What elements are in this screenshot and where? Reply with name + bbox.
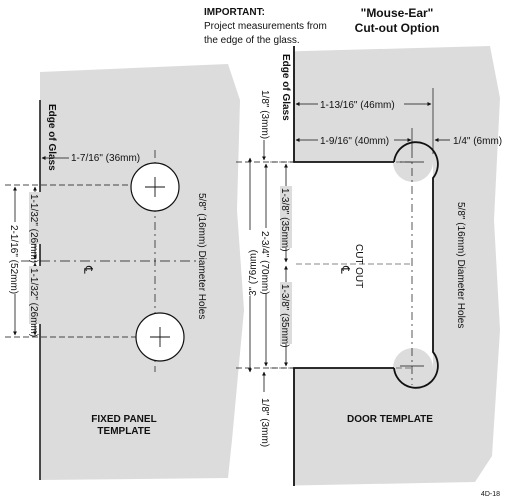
door-template-label: DOOR TEMPLATE bbox=[347, 414, 433, 425]
important-line-1: Project measurements from bbox=[204, 21, 327, 32]
door-inner-horizontal-dim-label: 1-9/16" (40mm) bbox=[320, 136, 389, 147]
important-title: IMPORTANT: bbox=[204, 7, 265, 18]
door-edge-of-glass-label: Edge of Glass bbox=[280, 54, 291, 121]
door-mouse-ear-outline bbox=[393, 141, 439, 389]
door-cutout-label: CUT OUT bbox=[353, 244, 364, 288]
fixed-total-dim-label: 2-1/16" (52mm) bbox=[8, 225, 19, 294]
cutout-option-title: Cut-out Option bbox=[355, 21, 440, 35]
fixed-centerline-symbol: ℄ bbox=[81, 265, 95, 274]
door-cutout-height-dim-label: 2-3/4" (70mm) bbox=[259, 231, 270, 295]
fixed-holes-label: 5/8" (16mm) Diameter Holes bbox=[196, 193, 207, 319]
fixed-edge-of-glass-label: Edge of Glass bbox=[46, 104, 57, 171]
fixed-template-label-1: FIXED PANEL bbox=[91, 414, 156, 425]
door-upper-dim-label: 1-3/8" (35mm) bbox=[279, 188, 290, 252]
door-outer-horizontal-dim-label: 1-13/16" (46mm) bbox=[320, 100, 395, 111]
figure-code: 4D-18 bbox=[481, 491, 500, 498]
fixed-upper-dim-label: 1-1/32" (26mm) bbox=[28, 194, 39, 263]
door-bottom-vertical-dim-label: 1/8" (3mm) bbox=[259, 398, 270, 447]
door-right-dim-label: 1/4" (6mm) bbox=[453, 136, 502, 147]
door-cutout-shape bbox=[268, 46, 433, 486]
door-holes-label: 5/8" (16mm) Diameter Holes bbox=[455, 202, 466, 328]
door-centerline-symbol: ℄ bbox=[338, 265, 352, 274]
important-line-2: the edge of the glass. bbox=[204, 35, 300, 46]
door-total-dim-label: 3" (76mm) bbox=[248, 250, 259, 296]
fixed-panel-template-sheet bbox=[40, 64, 244, 480]
fixed-lower-dim-label: 1-1/32" (26mm) bbox=[28, 268, 39, 337]
mouse-ear-title: "Mouse-Ear" bbox=[361, 6, 434, 20]
door-lower-dim-label: 1-3/8" (35mm) bbox=[279, 284, 290, 348]
fixed-template-label-2: TEMPLATE bbox=[97, 426, 150, 437]
fixed-horizontal-dim-label: 1-7/16" (36mm) bbox=[71, 153, 140, 164]
door-top-vertical-dim-label: 1/8" (3mm) bbox=[259, 90, 270, 139]
